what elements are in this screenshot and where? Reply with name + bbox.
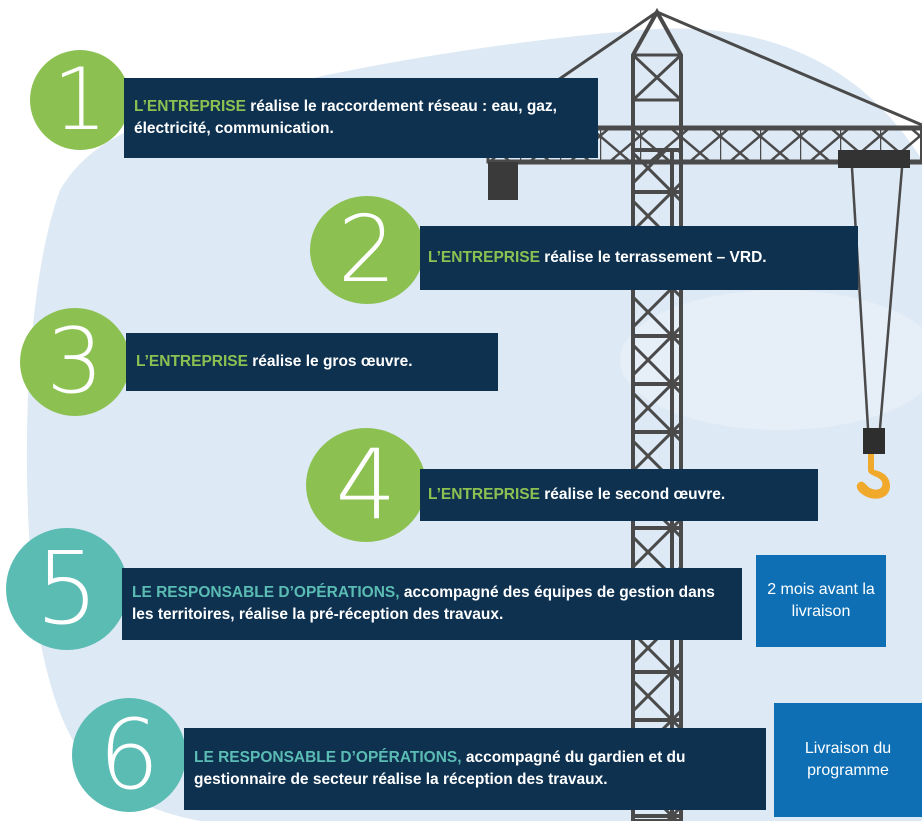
crane-hook-block	[863, 428, 885, 454]
step-2-text-wrap: L’ENTREPRISE réalise le terrassement – V…	[428, 247, 767, 269]
step-5-box: LE RESPONSABLE D’OPÉRATIONS, accompagné …	[122, 568, 742, 640]
step-4-number: 4	[306, 428, 426, 542]
step-4-number-label: 4	[335, 429, 397, 541]
step-4-text-wrap: L’ENTREPRISE réalise le second œuvre.	[428, 484, 725, 506]
step-3-number-label: 3	[46, 309, 104, 414]
step-1-number: 1	[30, 50, 130, 150]
step-5-timing-badge: 2 mois avant la livraison	[756, 555, 886, 647]
step-6-number: 6	[72, 698, 186, 812]
step-6-actor: LE RESPONSABLE D’OPÉRATIONS,	[194, 749, 462, 766]
step-3-number: 3	[20, 308, 130, 416]
step-1-number-label: 1	[52, 50, 108, 150]
step-6-description: accompagné du gardien et du gestionnaire…	[194, 749, 686, 788]
step-6-number-label: 6	[98, 699, 160, 811]
step-3-text-wrap: L’ENTREPRISE réalise le gros œuvre.	[136, 351, 413, 373]
step-2-number-label: 2	[337, 196, 397, 303]
step-4-actor: L’ENTREPRISE	[428, 486, 540, 503]
step-2-number: 2	[310, 196, 424, 304]
step-6-box: LE RESPONSABLE D’OPÉRATIONS, accompagné …	[184, 728, 766, 810]
step-5-number-label: 5	[35, 530, 99, 647]
step-5-text-wrap: LE RESPONSABLE D’OPÉRATIONS, accompagné …	[132, 582, 732, 626]
crane-trolley	[838, 150, 910, 168]
step-2-actor: L’ENTREPRISE	[428, 249, 540, 266]
step-5-number: 5	[6, 528, 128, 650]
step-5-description: accompagné des équipes de gestion dans l…	[132, 584, 715, 623]
step-3-box: L’ENTREPRISE réalise le gros œuvre.	[126, 333, 498, 391]
step-1-description: réalise le raccordement réseau : eau, ga…	[134, 98, 557, 137]
step-2-box: L’ENTREPRISE réalise le terrassement – V…	[420, 226, 858, 290]
step-3-description: réalise le gros œuvre.	[247, 353, 413, 370]
step-4-description: réalise le second œuvre.	[539, 486, 726, 503]
step-5-timing-label: 2 mois avant la livraison	[767, 581, 875, 620]
crane-counterweight	[488, 162, 518, 200]
step-2-description: réalise le terrassement – VRD.	[539, 249, 767, 266]
step-6-text-wrap: LE RESPONSABLE D’OPÉRATIONS, accompagné …	[194, 747, 756, 791]
step-6-timing-badge: Livraison du programme	[774, 703, 922, 817]
step-3-actor: L’ENTREPRISE	[136, 353, 248, 370]
hook-icon	[856, 454, 890, 499]
step-1-text-wrap: L’ENTREPRISE réalise le raccordement rés…	[134, 96, 588, 140]
step-6-timing-label: Livraison du programme	[804, 740, 892, 779]
step-4-box: L’ENTREPRISE réalise le second œuvre.	[420, 469, 818, 521]
step-1-box: L’ENTREPRISE réalise le raccordement rés…	[124, 78, 598, 158]
step-5-actor: LE RESPONSABLE D’OPÉRATIONS,	[132, 584, 400, 601]
step-1-actor: L’ENTREPRISE	[134, 98, 246, 115]
